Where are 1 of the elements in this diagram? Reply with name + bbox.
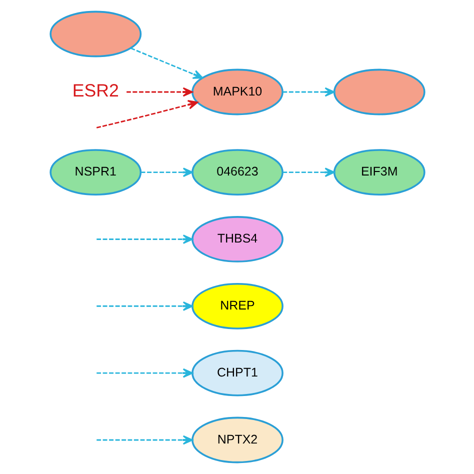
node-text: ESR2 [72, 80, 118, 100]
